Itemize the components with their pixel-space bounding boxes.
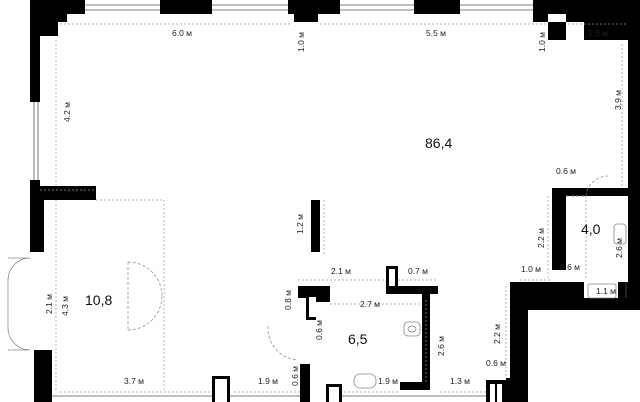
dim-label: 1.6 м: [588, 28, 608, 38]
top-mullion: [288, 0, 340, 14]
area-bathroom: 6,5: [348, 331, 368, 347]
toilet-icon: [353, 373, 377, 389]
sink-drain-icon: [407, 325, 417, 333]
dim-label: 1.0 м: [521, 264, 541, 274]
small-room-wall: [552, 188, 628, 270]
bathroom-door-swing: [267, 325, 299, 361]
right-lower-wall: [518, 310, 528, 402]
left-room-door-swing: [127, 295, 163, 331]
dim-label: 1.3 м: [450, 376, 470, 386]
dim-label: 2.2 м: [492, 324, 502, 344]
right-lower-ledge: [510, 282, 640, 378]
entry-door-swing: [7, 257, 31, 281]
dim-label: 0.8 м: [283, 290, 293, 310]
dim-label: 1.0 м: [537, 32, 547, 52]
door-swings: [7, 175, 609, 361]
dim-label: 1.9 м: [378, 376, 398, 386]
center-column: [311, 200, 320, 252]
top-right-corner-wall: [533, 0, 640, 128]
top-pillar: [294, 14, 318, 22]
left-wall-lower: [34, 350, 52, 402]
top-mullion: [67, 0, 85, 14]
dim-label: 2.6 м: [436, 336, 446, 356]
dim-label: 2.2 м: [536, 228, 546, 248]
right-wall: [628, 128, 640, 298]
dim-label: 1.0 м: [296, 32, 306, 52]
dim-label: 3.9 м: [613, 90, 623, 110]
dim-label: 2.1 м: [44, 294, 54, 314]
bottom-right-pillar: [486, 380, 506, 402]
storage-box: [587, 283, 617, 299]
top-mullion: [414, 0, 460, 14]
left-wall-upper: [30, 62, 40, 102]
top-left-corner-wall: [30, 0, 67, 62]
thin-lines: [33, 4, 627, 397]
area-left-room: 10,8: [85, 292, 112, 308]
dim-label: 1.1 м: [596, 286, 616, 296]
dim-label: 2.1 м: [331, 266, 351, 276]
dim-label: 3.7 м: [124, 376, 144, 386]
bathroom-wall: [298, 266, 438, 390]
bathroom-left-wall: [300, 364, 310, 402]
entry-door-swing: [7, 327, 31, 351]
dim-label: 1.2 м: [295, 214, 305, 234]
sink-icon: [403, 321, 421, 337]
dim-label: 5.5 м: [426, 28, 446, 38]
dim-label: 4.2 м: [62, 102, 72, 122]
dim-label: 4.3 м: [60, 296, 70, 316]
dim-label: 0.6 м: [290, 366, 300, 386]
dimension-lines: [40, 23, 626, 393]
dim-label: 1.9 м: [258, 376, 278, 386]
area-small-room: 4,0: [581, 221, 601, 237]
left-room-door-swing: [127, 261, 163, 297]
small-room-sink-icon: [613, 223, 627, 245]
dim-label: 0.7 м: [408, 266, 428, 276]
small-room-door-swing: [566, 175, 609, 197]
dim-label: 6.0 м: [172, 28, 192, 38]
dim-label: 2.6 м: [614, 238, 624, 258]
dim-label: 0.6 м: [556, 166, 576, 176]
dim-label: 0.6 м: [560, 262, 580, 272]
left-wall-stub: [30, 180, 40, 190]
area-main-room: 86,4: [425, 135, 452, 151]
dim-label: 1.2 м: [66, 184, 86, 194]
walls: [30, 0, 640, 402]
bottom-right-block: [506, 378, 528, 402]
left-ledge-wall: [30, 186, 96, 252]
dim-label: 0.6 м: [314, 320, 324, 340]
dim-label: 0.6 м: [486, 358, 506, 368]
top-mullion: [160, 0, 212, 14]
fixtures: [353, 223, 627, 389]
top-right-pillar: [548, 22, 566, 40]
dim-label: 2.7 м: [360, 299, 380, 309]
